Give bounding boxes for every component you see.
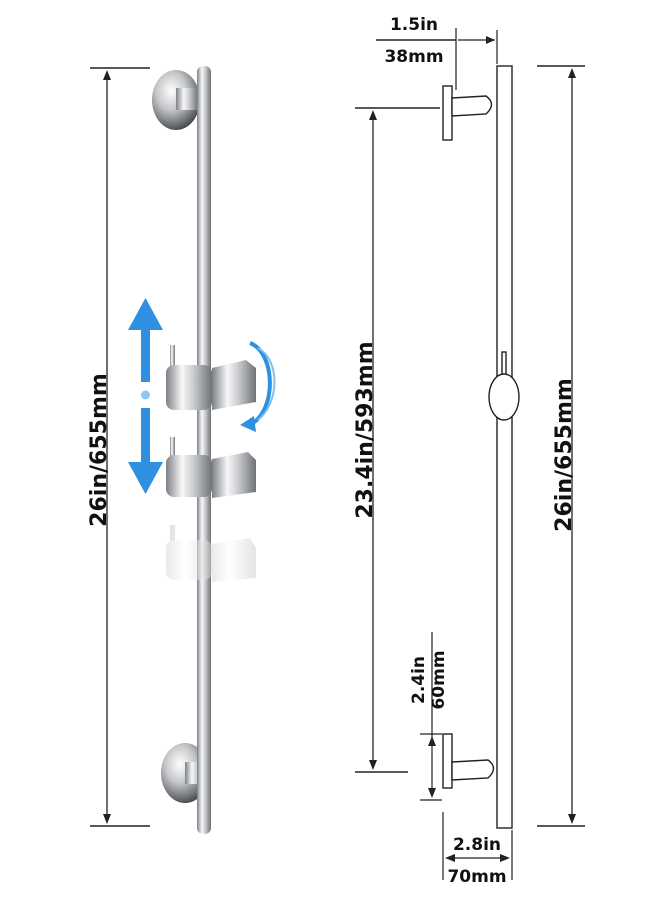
shower-bar-photo [152, 66, 256, 834]
base-mm-label: 70mm [447, 867, 506, 887]
bracket-middle [166, 437, 256, 498]
bottom-plate-outline [442, 733, 453, 789]
left-dimension [90, 67, 150, 827]
slide-rod [197, 66, 211, 834]
bracket-top [166, 345, 256, 410]
left-height-label: 26in/655mm [87, 373, 112, 527]
top-plate-outline [442, 85, 453, 141]
depth-dimension [376, 28, 498, 90]
rotate-arrow-icon [240, 341, 276, 432]
right-dimension [537, 65, 585, 827]
mount-mm-label: 60mm [429, 650, 449, 709]
mount-in-label: 2.4in [409, 656, 429, 704]
mid-height-label: 23.4in/593mm [353, 341, 378, 518]
bottom-arm-outline [451, 759, 495, 781]
depth-in-label: 1.5in [390, 15, 438, 35]
bracket-ghost [166, 525, 256, 582]
top-arm-outline [451, 95, 493, 117]
bracket-outline [488, 373, 520, 421]
double-arrow-icon [128, 298, 163, 494]
right-height-label: 26in/655mm [552, 378, 577, 532]
line-drawing [442, 65, 520, 829]
mount-dimension [420, 632, 442, 801]
depth-mm-label: 38mm [384, 47, 443, 67]
top-mount-arm [176, 88, 198, 110]
rod-outline [496, 65, 513, 829]
base-dimension [442, 812, 513, 880]
middle-dimension [355, 107, 440, 773]
bracket-pin-outline [501, 351, 507, 377]
base-in-label: 2.8in [453, 835, 501, 855]
